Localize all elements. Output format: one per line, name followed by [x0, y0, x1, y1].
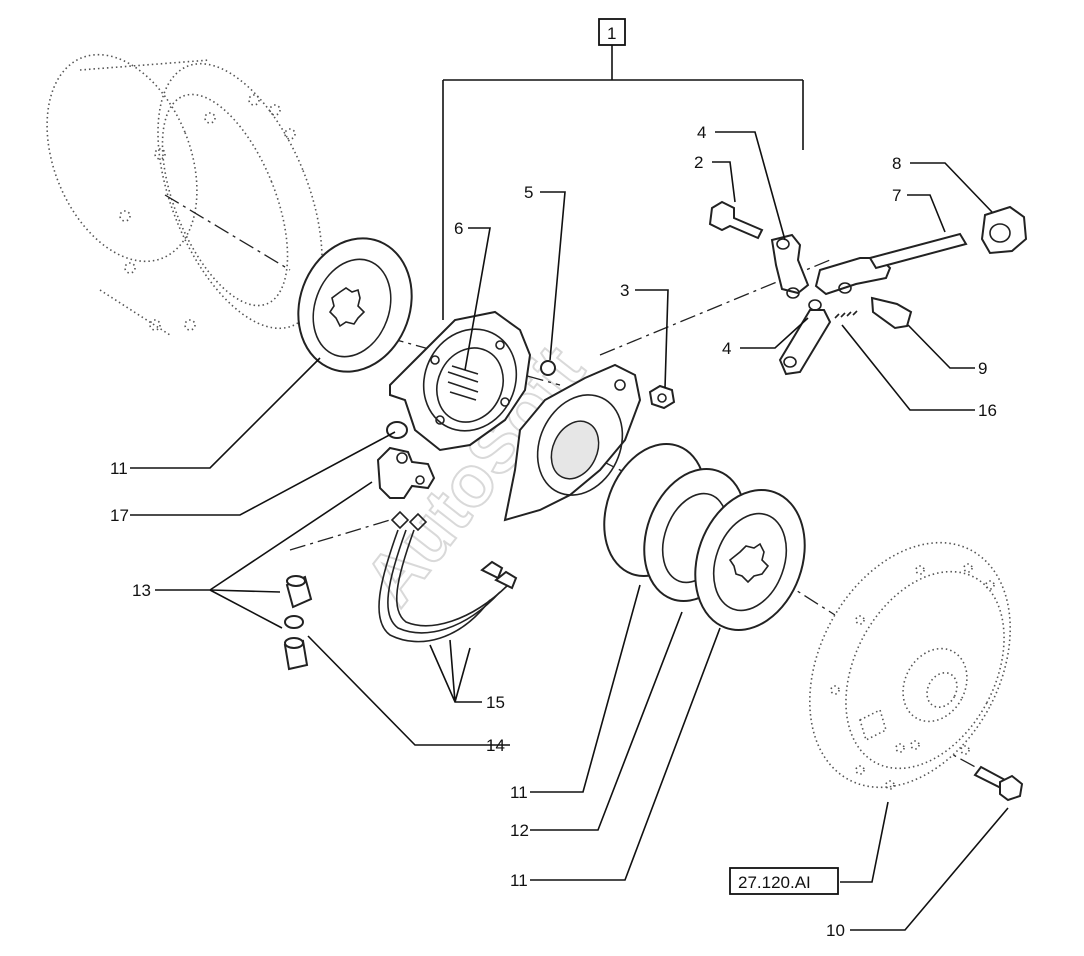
- callout-9: 9: [978, 359, 987, 378]
- callout-14: 14: [486, 736, 505, 755]
- callout-6: 6: [454, 219, 463, 238]
- wheel-housing: [46, 53, 323, 336]
- wheel-hub-flange: [809, 541, 1011, 790]
- reference-code-box: 27.120.AI: [729, 867, 839, 895]
- callout-3: 3: [620, 281, 629, 300]
- leader-lines: [130, 131, 1009, 931]
- nut: [648, 384, 676, 410]
- callout-11-stack-b: 11: [510, 871, 528, 890]
- hub-bolt: [973, 765, 1024, 802]
- group-label: 1: [607, 24, 616, 43]
- callout-8: 8: [892, 154, 901, 173]
- callout-4-bottom: 4: [722, 339, 731, 358]
- actuator-plate: [503, 363, 642, 522]
- callout-17: 17: [110, 506, 129, 525]
- pressure-switch-assembly: [283, 421, 518, 671]
- callout-11-stack-a: 11: [510, 783, 528, 802]
- ball: [540, 360, 556, 376]
- callout-labels: 11 17 13 14 15 6 5 3 2 4 4 8 7 9 16 11 1…: [110, 123, 997, 940]
- friction-disc-stack: [603, 443, 806, 631]
- brake-plate: [389, 310, 532, 452]
- actuator-linkage: [708, 200, 1028, 376]
- reference-code: 27.120.AI: [738, 873, 811, 892]
- group-label-box: 1: [442, 18, 804, 320]
- callout-15: 15: [486, 693, 505, 712]
- friction-disc-left: [297, 237, 413, 373]
- callout-13: 13: [132, 581, 151, 600]
- callout-7: 7: [892, 186, 901, 205]
- callout-2: 2: [694, 153, 703, 172]
- callout-16: 16: [978, 401, 997, 420]
- callout-12: 12: [510, 821, 529, 840]
- callout-10: 10: [826, 921, 845, 940]
- callout-4-top: 4: [697, 123, 706, 142]
- callout-5: 5: [524, 183, 533, 202]
- callout-11-left: 11: [110, 459, 128, 478]
